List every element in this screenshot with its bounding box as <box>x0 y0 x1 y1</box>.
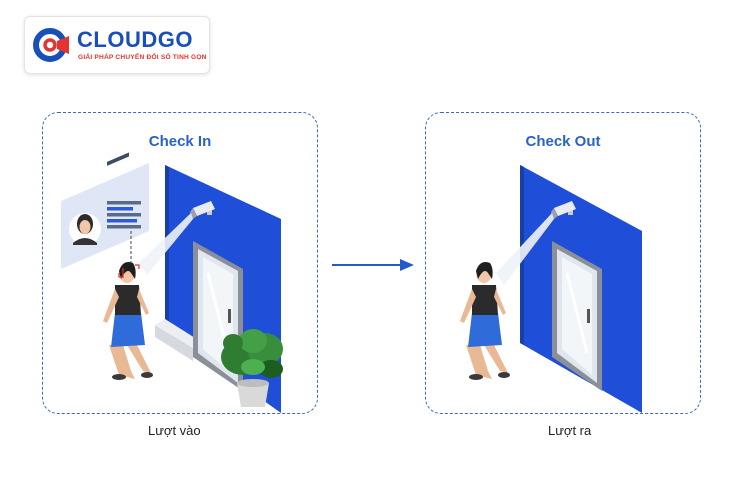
check-out-panel: Check Out <box>425 112 701 414</box>
check-out-caption: Lượt ra <box>548 423 592 438</box>
check-in-caption: Lượt vào <box>148 423 201 438</box>
check-out-title: Check Out <box>525 133 601 150</box>
cloudgo-logo-icon <box>33 28 70 62</box>
logo-name: CLOUDGO <box>77 27 193 52</box>
logo: CLOUDGO GIẢI PHÁP CHUYỂN ĐỔI SỐ TINH GỌN <box>24 16 210 74</box>
check-in-scene <box>61 152 283 413</box>
id-card-icon <box>61 152 149 269</box>
woman-figure <box>103 262 153 380</box>
security-camera-icon <box>190 201 215 219</box>
woman-figure <box>460 262 510 380</box>
check-out-scene <box>460 165 642 413</box>
check-in-title: Check In <box>148 133 212 150</box>
check-in-panel: Check In <box>42 112 318 414</box>
glass-door <box>552 241 602 391</box>
arrow-right-icon <box>332 259 414 271</box>
logo-tagline: GIẢI PHÁP CHUYỂN ĐỔI SỐ TINH GỌN <box>78 54 207 61</box>
security-camera-icon <box>551 201 576 219</box>
potted-plant-icon <box>221 329 283 407</box>
